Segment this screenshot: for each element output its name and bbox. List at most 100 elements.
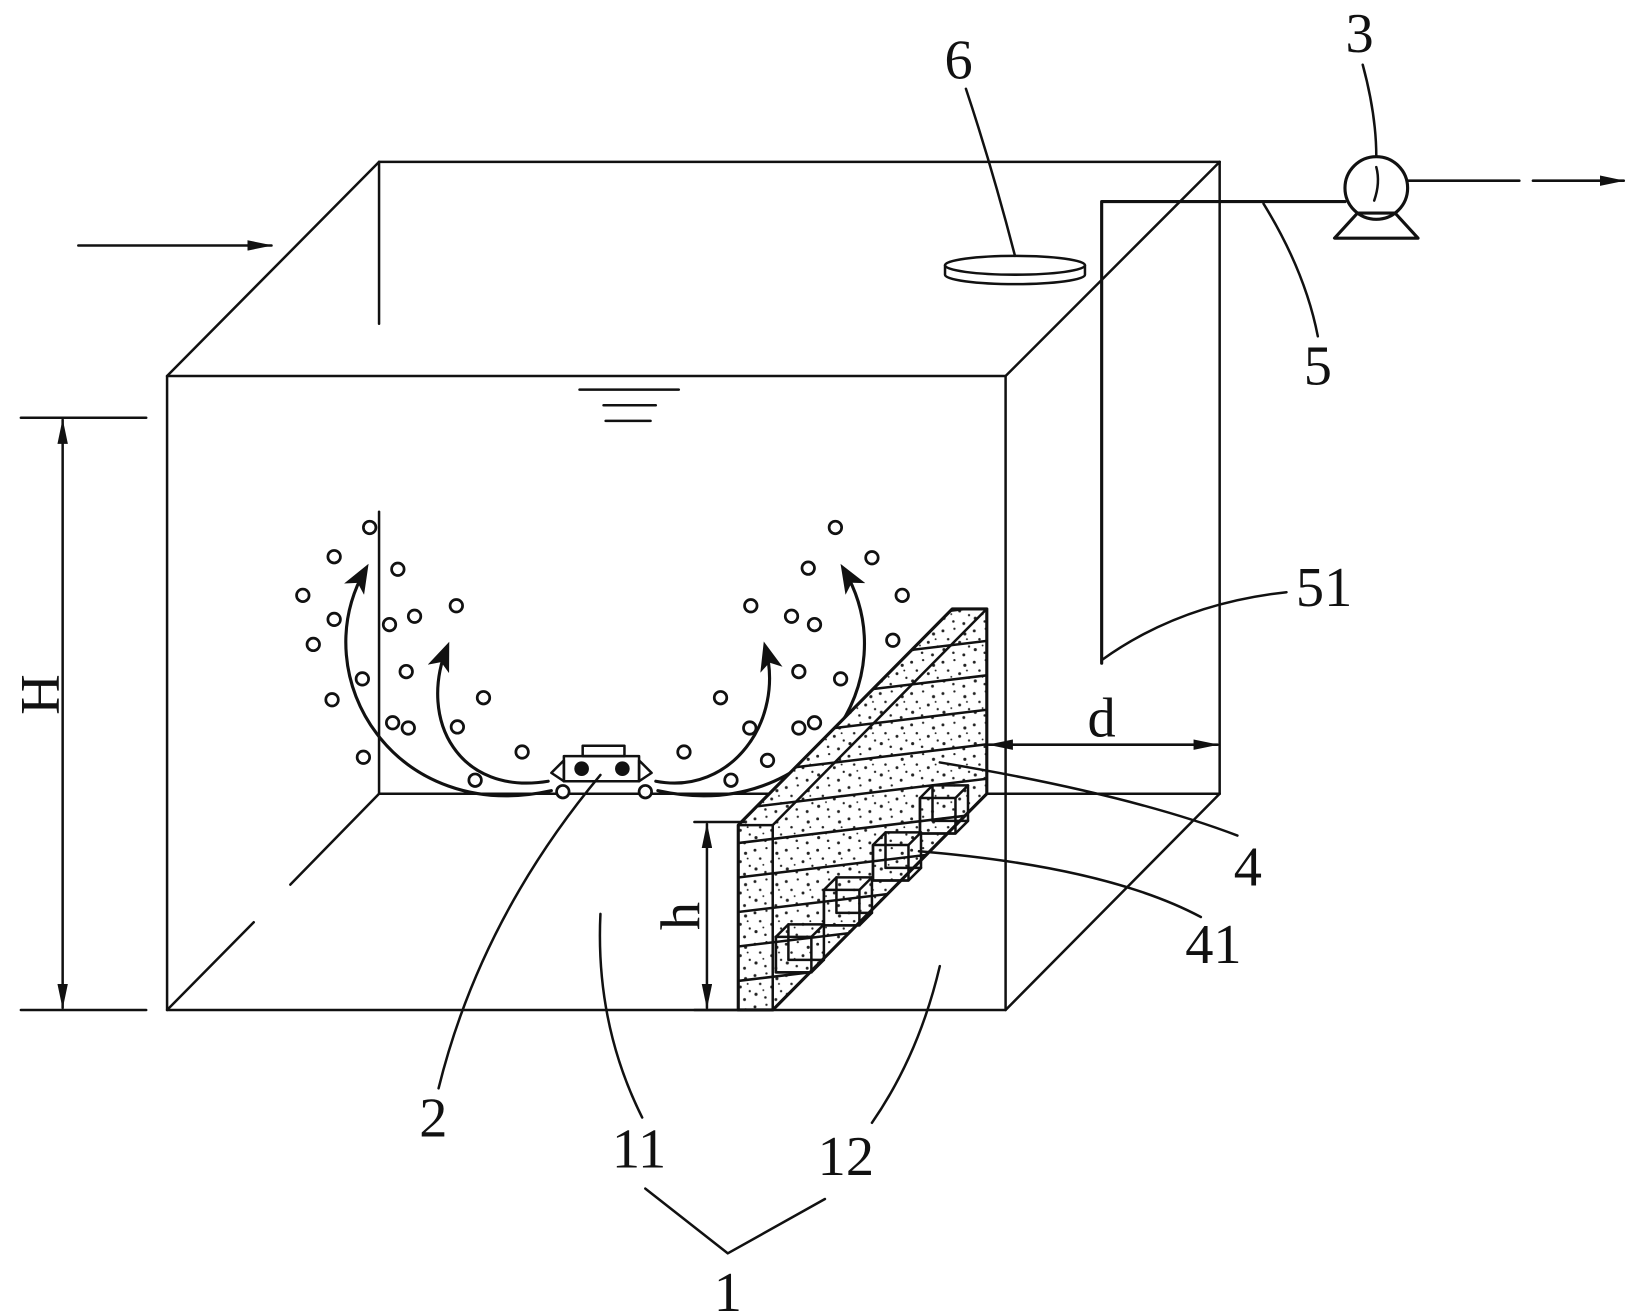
bubble	[832, 671, 849, 687]
flow-arrow-right-inner	[654, 641, 783, 785]
aerator	[550, 744, 653, 783]
pump-impeller-mark	[1372, 165, 1380, 202]
bubble	[354, 671, 370, 687]
panel-stripe	[738, 811, 987, 846]
bubble	[743, 598, 759, 614]
flow-arrow-left-outer	[344, 563, 553, 798]
cube-edge	[810, 923, 826, 939]
bubble	[894, 587, 910, 603]
bubble	[467, 772, 483, 788]
bubble	[783, 608, 800, 624]
bubble	[885, 632, 901, 648]
bubble	[475, 690, 492, 706]
cube	[774, 923, 826, 974]
bubble	[712, 690, 729, 706]
label-aerator: 2	[419, 1087, 447, 1149]
top-right-edge	[1004, 160, 1221, 378]
dimension-h	[693, 820, 745, 1012]
bottom-left-edge-front	[165, 920, 256, 1012]
bubble	[723, 772, 739, 788]
label-cube: 41	[1185, 914, 1241, 976]
panel-top-edge	[771, 607, 989, 827]
bubble	[676, 744, 692, 760]
disc-top	[943, 254, 1087, 276]
cube-edge	[858, 876, 874, 892]
aerator-left-wedge	[550, 759, 566, 783]
bubble	[324, 692, 340, 708]
bubble	[759, 752, 776, 768]
bubble	[791, 720, 807, 736]
bubble	[385, 715, 401, 731]
filter-cubes	[774, 784, 970, 974]
bubble	[390, 561, 406, 577]
bubble	[806, 616, 823, 633]
leader-51	[1100, 590, 1288, 662]
pump-base	[1332, 211, 1420, 240]
pump	[1332, 155, 1420, 240]
bubble	[326, 549, 342, 565]
cube-back-edge	[787, 923, 826, 962]
cube-back-edge	[835, 876, 874, 915]
leader-5	[1262, 202, 1320, 338]
bubble	[362, 519, 378, 536]
leader-4	[938, 761, 1239, 837]
cube-edge	[954, 784, 970, 800]
bubble	[295, 587, 311, 603]
label-pipe: 5	[1304, 335, 1332, 397]
cube-back-edge	[884, 831, 923, 870]
floating-disc	[943, 254, 1087, 286]
cube	[918, 784, 970, 835]
label-distance: d	[1088, 687, 1116, 749]
bottom-left-edge-back	[289, 792, 381, 886]
aerator-nozzle	[574, 761, 589, 777]
cube-front	[918, 796, 957, 835]
bubble	[400, 720, 416, 736]
flow-arrows	[344, 563, 866, 798]
cube-front	[774, 935, 813, 974]
leader-2	[437, 773, 602, 1090]
flow-arrow-left-inner	[427, 641, 550, 785]
bubble	[827, 519, 844, 536]
cube-front	[871, 843, 910, 882]
leader-12	[870, 964, 942, 1125]
cube-edge	[907, 831, 923, 847]
label-height-total: H	[9, 674, 71, 715]
label-pump: 3	[1345, 3, 1373, 65]
top-left-edge	[165, 160, 381, 378]
label-pipe-inlet: 51	[1296, 557, 1352, 619]
label-panel: 4	[1234, 837, 1262, 899]
label-zone-left: 11	[612, 1119, 666, 1181]
labels: 6 3 5 51 d 4 41 2 11 12 1 H h	[9, 3, 1373, 1316]
bubble	[806, 715, 823, 731]
panel-fill	[738, 608, 987, 1010]
bubble	[800, 560, 816, 576]
cube	[871, 831, 923, 882]
outlet-pipe	[1100, 200, 1347, 665]
bubble	[449, 719, 465, 735]
bubble	[326, 611, 342, 627]
dimension-H	[19, 416, 148, 1012]
aerator-top	[581, 744, 626, 758]
leader-lines	[437, 63, 1378, 1255]
front-face	[165, 374, 1007, 1012]
bubble	[555, 784, 571, 800]
label-height-panel: h	[651, 902, 713, 930]
bubbles	[295, 519, 910, 800]
aerator-right-wedge	[637, 759, 653, 783]
bubble	[742, 720, 758, 736]
bubble	[406, 608, 423, 624]
leader-3	[1361, 63, 1378, 158]
bubble	[448, 598, 464, 614]
label-tank: 1	[714, 1262, 742, 1316]
bubble	[637, 784, 653, 800]
bubble	[355, 749, 372, 765]
bubble	[381, 616, 398, 633]
leader-11	[598, 912, 644, 1119]
label-disc: 6	[945, 29, 973, 91]
bubble	[791, 663, 807, 680]
bubble	[864, 550, 880, 566]
label-zone-right: 12	[818, 1126, 874, 1188]
cube-front	[822, 888, 861, 927]
water-level-symbol	[578, 388, 681, 423]
